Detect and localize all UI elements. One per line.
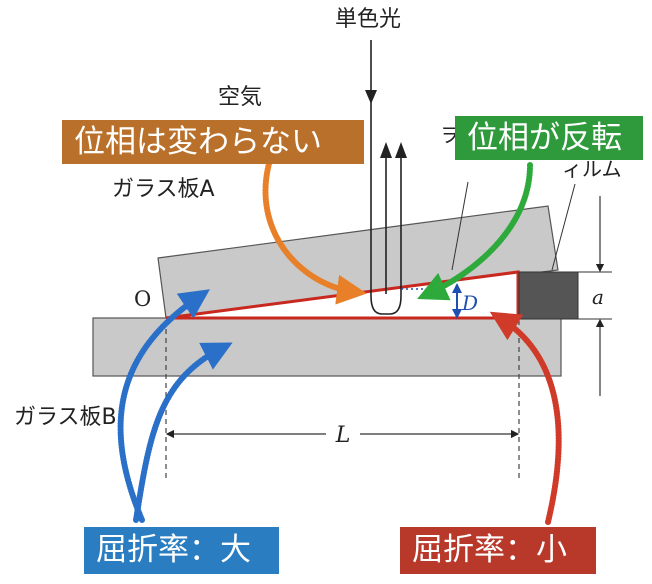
orange-arrow (262, 157, 367, 305)
incident-ray-arrowhead (365, 90, 377, 104)
gap-label: D (461, 291, 478, 315)
phase-inverted-callout: 位相が反転 (455, 116, 643, 160)
blue-arrow-lower (133, 342, 233, 523)
index-large-callout: 屈折率：大 (84, 527, 279, 574)
origin-label: O (134, 287, 151, 311)
reflected-loop (370, 150, 402, 315)
glass-a-label: ガラス板A (112, 177, 215, 202)
partial-label-right: ィルム (562, 157, 622, 181)
film-leader-line (551, 183, 576, 271)
phase-unchanged-callout: 位相は変わらない (62, 120, 364, 164)
reflected-ray-left-arrowhead (380, 142, 392, 158)
length-label: L (335, 423, 351, 448)
red-arrow (489, 311, 562, 525)
thickness-label: a (592, 285, 604, 309)
green-arrow (417, 162, 533, 301)
light-label: 単色光 (335, 7, 401, 32)
film-spacer (518, 271, 579, 320)
glass-plate-a (157, 205, 559, 319)
index-small-callout: 屈折率：小 (400, 527, 596, 574)
leader-line (451, 181, 469, 271)
air-label: 空気 (218, 85, 262, 110)
glass-plate-b (92, 317, 562, 377)
blue-arrow-upper (117, 289, 210, 523)
reflected-ray-right-arrowhead (395, 142, 407, 158)
glass-b-label: ガラス板B (14, 405, 117, 430)
